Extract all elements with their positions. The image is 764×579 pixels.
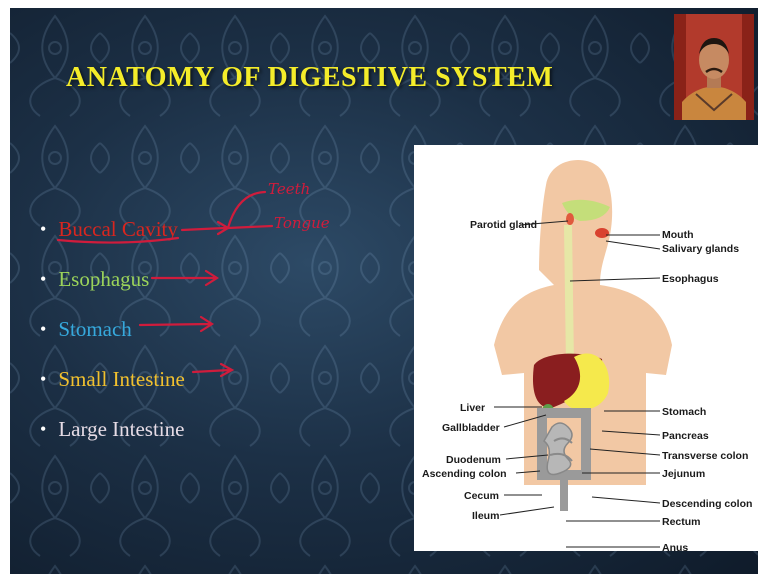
presenter-video <box>674 14 754 120</box>
list-item: • Stomach <box>40 304 185 354</box>
bullet-label-stomach: Stomach <box>58 317 132 342</box>
label-stomach: Stomach <box>662 406 706 418</box>
digestive-system-diagram: Parotid gland Liver Gallbladder Duodenum… <box>414 145 758 551</box>
label-anus: Anus <box>662 542 688 551</box>
slide: ANATOMY OF DIGESTIVE SYSTEM • Buccal Cav… <box>10 8 758 574</box>
label-gallbladder: Gallbladder <box>442 422 500 434</box>
list-item: • Large Intestine <box>40 404 185 454</box>
label-transverse-colon: Transverse colon <box>662 450 748 462</box>
topic-list: • Buccal Cavity • Esophagus • Stomach • … <box>40 204 185 454</box>
label-ileum: Ileum <box>472 510 499 522</box>
bullet-label-buccal-cavity: Buccal Cavity <box>58 217 178 242</box>
label-salivary-glands: Salivary glands <box>662 243 739 255</box>
label-duodenum: Duodenum <box>446 454 501 466</box>
bullet-icon: • <box>40 369 46 390</box>
slide-title: ANATOMY OF DIGESTIVE SYSTEM <box>66 62 553 94</box>
label-descending-colon: Descending colon <box>662 498 752 510</box>
anatomy-illustration: Parotid gland Liver Gallbladder Duodenum… <box>414 145 758 551</box>
bullet-label-small-intestine: Small Intestine <box>58 367 185 392</box>
parotid-shape <box>566 213 574 225</box>
label-liver: Liver <box>460 402 485 414</box>
label-cecum: Cecum <box>464 490 499 502</box>
label-mouth: Mouth <box>662 229 694 241</box>
bullet-icon: • <box>40 269 46 290</box>
label-rectum: Rectum <box>662 516 701 528</box>
label-pancreas: Pancreas <box>662 430 709 442</box>
label-parotid-gland: Parotid gland <box>470 219 537 231</box>
label-esophagus: Esophagus <box>662 273 719 285</box>
list-item: • Buccal Cavity <box>40 204 185 254</box>
label-jejunum: Jejunum <box>662 468 705 480</box>
bullet-label-large-intestine: Large Intestine <box>58 417 184 442</box>
bullet-label-esophagus: Esophagus <box>58 267 149 292</box>
bullet-icon: • <box>40 219 46 240</box>
list-item: • Esophagus <box>40 254 185 304</box>
list-item: • Small Intestine <box>40 354 185 404</box>
esophagus-tube <box>568 225 570 365</box>
bullet-icon: • <box>40 419 46 440</box>
bullet-icon: • <box>40 319 46 340</box>
presenter-avatar <box>674 14 754 120</box>
label-ascending-colon: Ascending colon <box>422 468 507 480</box>
mouth-shape <box>595 228 609 238</box>
